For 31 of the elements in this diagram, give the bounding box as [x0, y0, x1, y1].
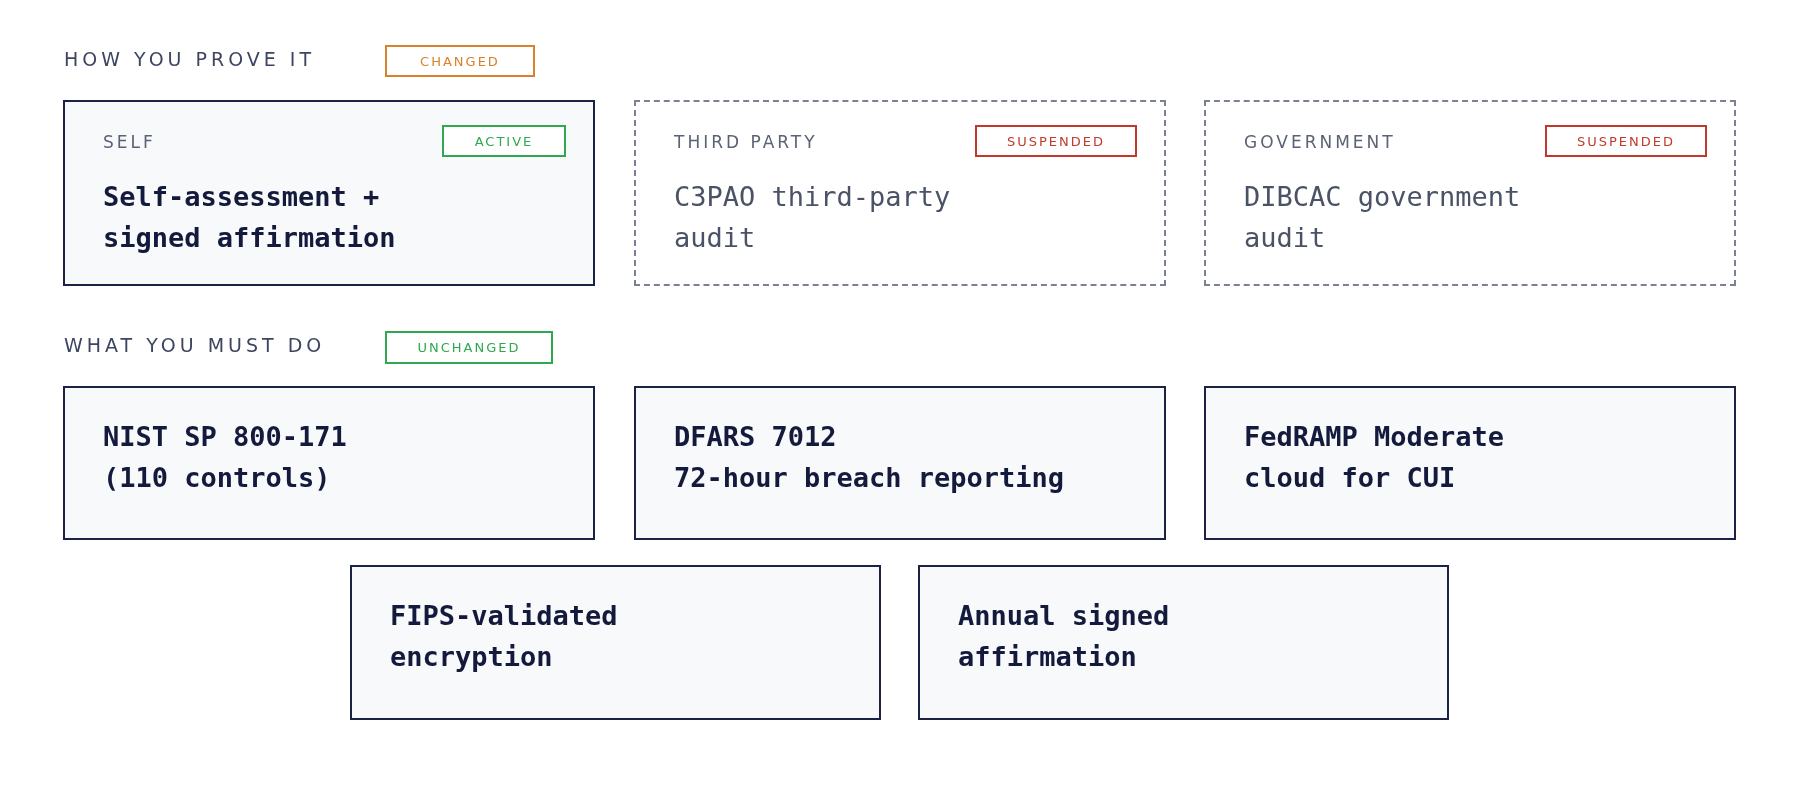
card-title: NIST SP 800-171 [103, 420, 347, 454]
card-subtitle: encryption [390, 640, 553, 674]
section-heading: HOW YOU PROVE IT [64, 48, 316, 70]
status-badge: CHANGED [385, 45, 535, 77]
card [918, 565, 1449, 720]
card [634, 386, 1166, 540]
card-title: DIBCAC government audit [1244, 180, 1522, 255]
card-title: FedRAMP Moderate [1244, 420, 1505, 454]
card [1204, 386, 1736, 540]
card-kicker: SELF [103, 132, 156, 152]
card-subtitle: (110 controls) [103, 461, 331, 495]
card-title: C3PAO third-party audit [674, 180, 952, 255]
card-title: Self-assessment + signed affirmation [103, 180, 397, 255]
card [350, 565, 881, 720]
card-title: FIPS-validated [390, 599, 618, 633]
card-kicker: GOVERNMENT [1244, 132, 1396, 152]
card [63, 386, 595, 540]
card-kicker: THIRD PARTY [674, 132, 818, 152]
card-subtitle: cloud for CUI [1244, 461, 1456, 495]
status-badge: SUSPENDED [1545, 125, 1707, 157]
card [63, 100, 595, 286]
card-title: Annual signed [958, 599, 1170, 633]
inactive-option-card [1204, 100, 1736, 286]
status-badge: UNCHANGED [385, 331, 553, 364]
card-title: DFARS 7012 [674, 420, 837, 454]
inactive-option-card [634, 100, 1166, 286]
status-badge: ACTIVE [442, 125, 566, 157]
card-subtitle: affirmation [958, 640, 1137, 674]
status-badge: SUSPENDED [975, 125, 1137, 157]
card-subtitle: 72-hour breach reporting [674, 461, 1065, 495]
section-heading: WHAT YOU MUST DO [64, 334, 326, 356]
